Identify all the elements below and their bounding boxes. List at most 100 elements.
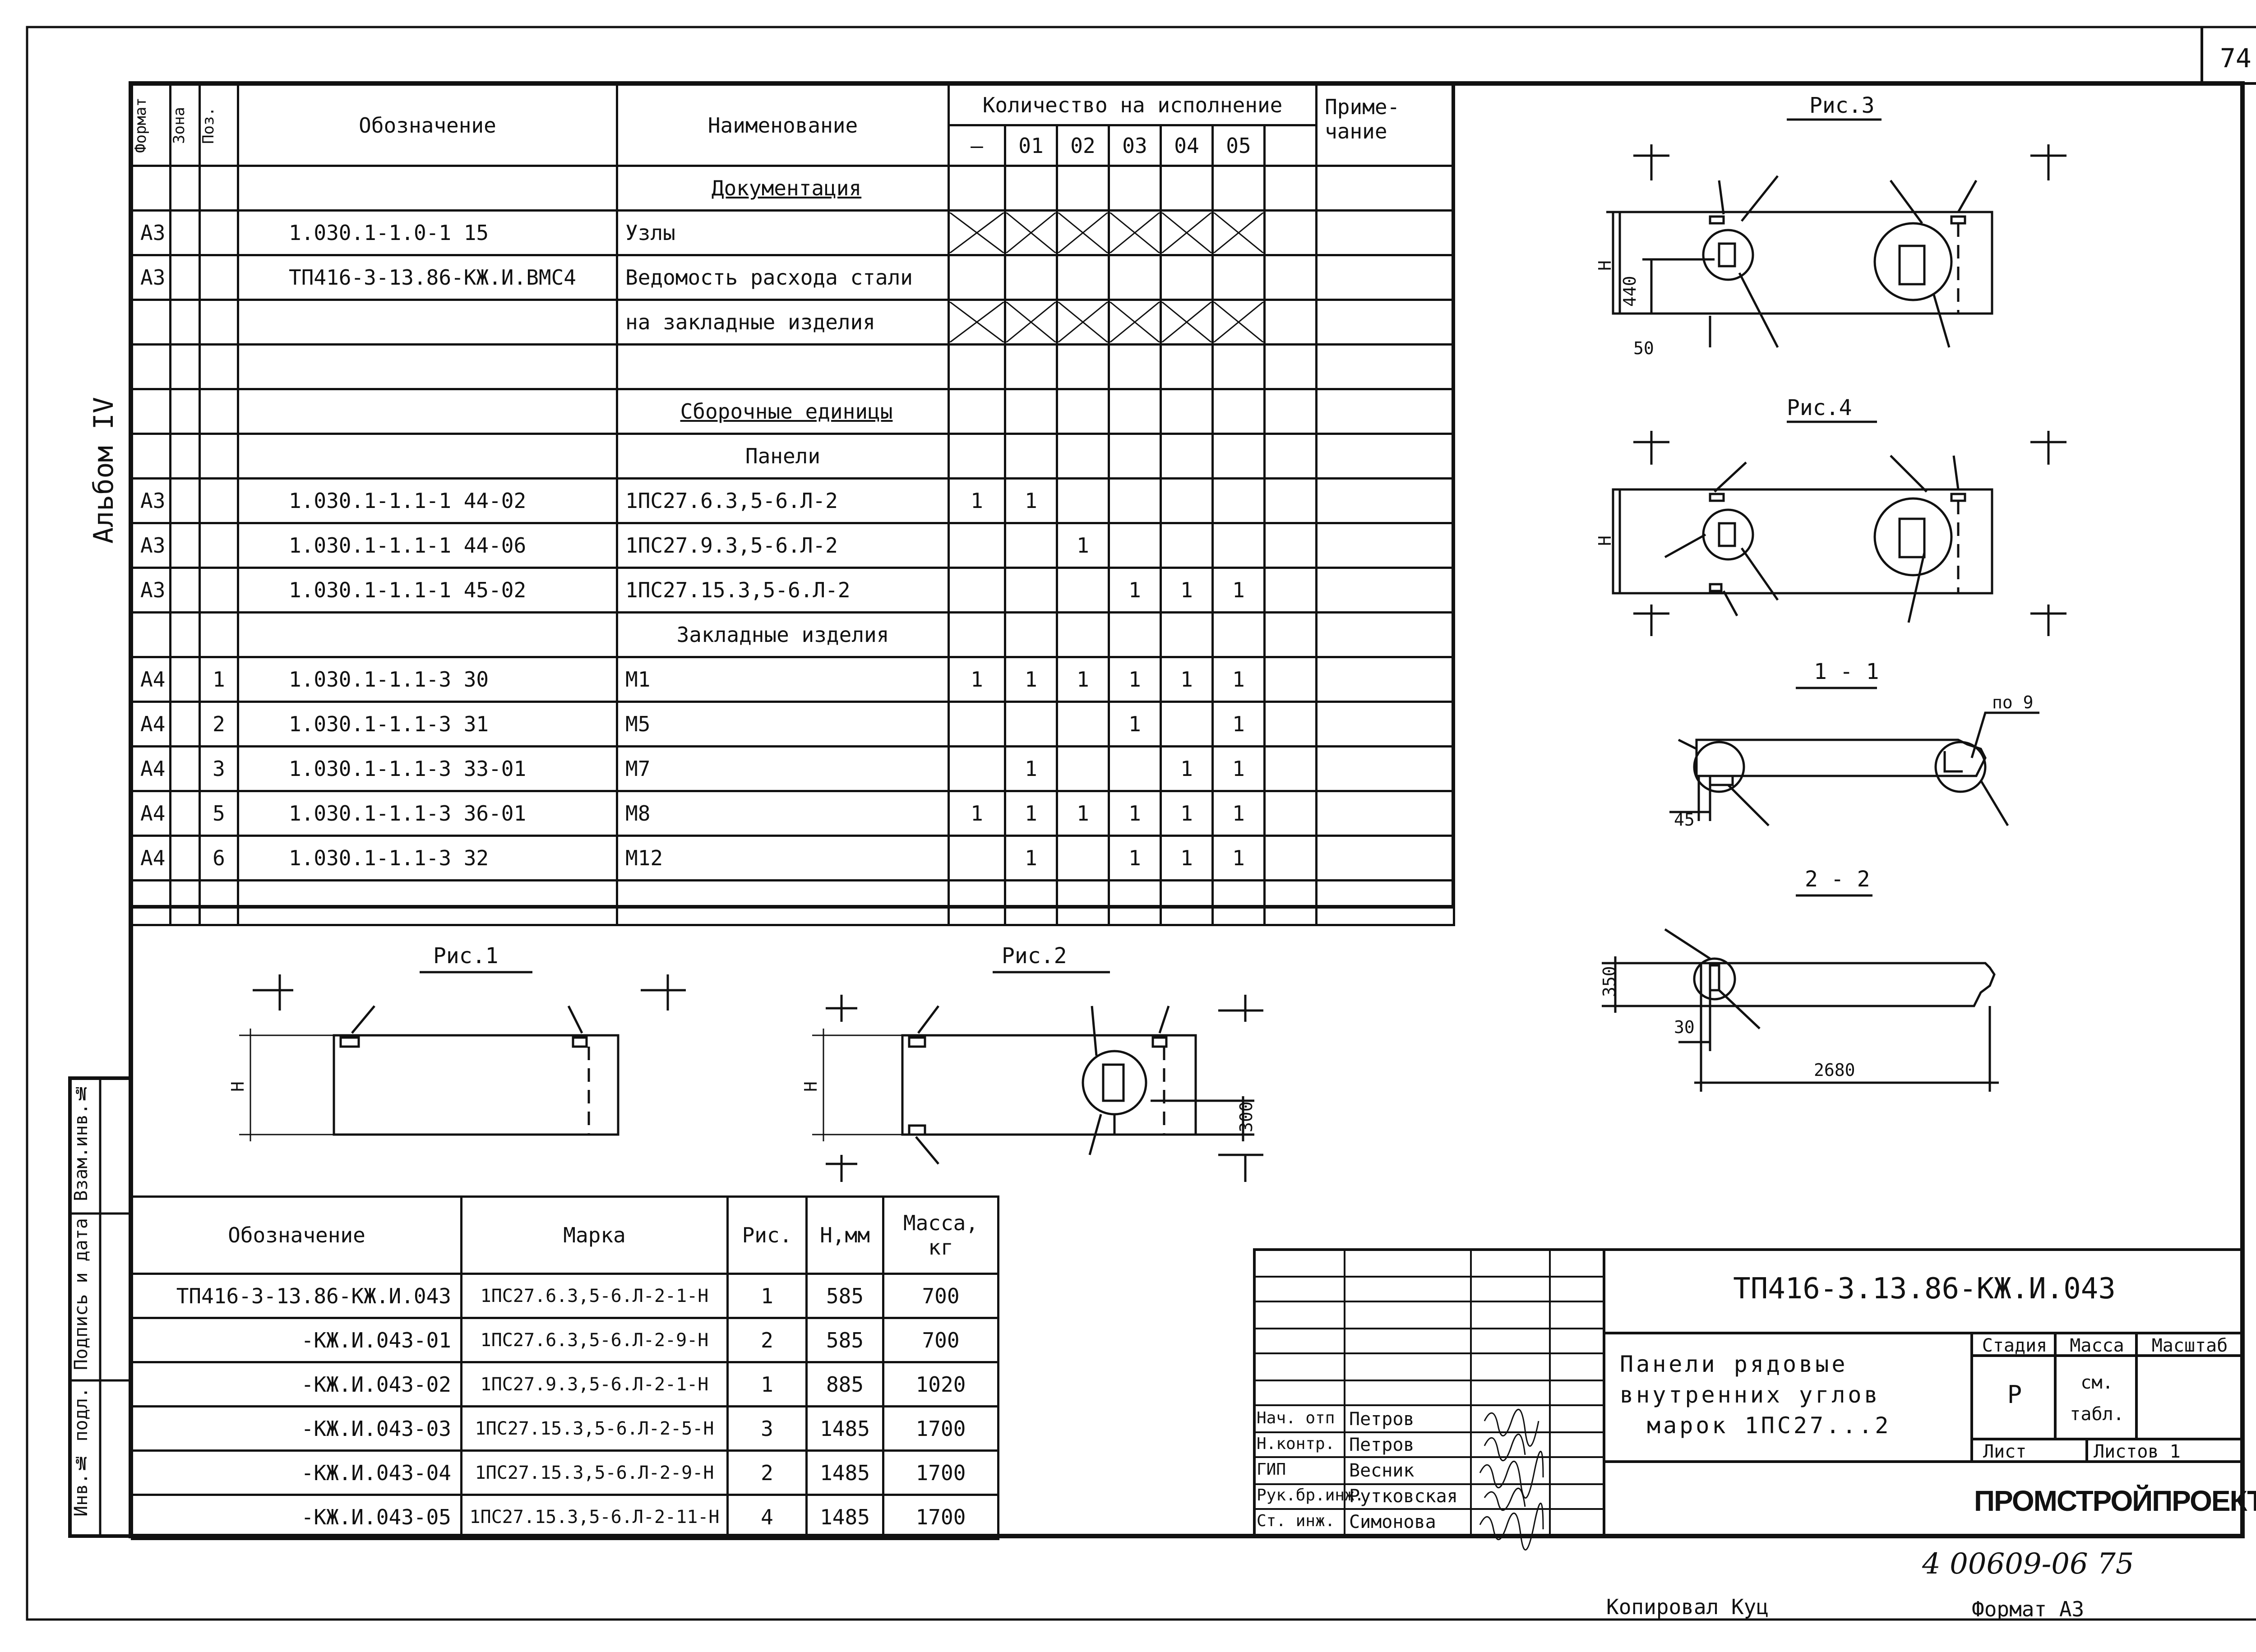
- spec-note: [1315, 790, 1456, 837]
- spec-qty: [948, 388, 1006, 435]
- spec-qty: [1108, 299, 1162, 346]
- marks-designation: -КЖ.И.043-05: [131, 1494, 462, 1540]
- spec-qty: [1160, 165, 1214, 212]
- spec-zone: [169, 433, 201, 480]
- person-name: Весник: [1349, 1460, 1415, 1481]
- marks-h: 885: [805, 1361, 884, 1407]
- spec-qty: [1160, 477, 1214, 524]
- spec-name: 1ПС27.6.3,5-6.Л-2: [616, 477, 950, 524]
- spec-row: Закладные изделия: [131, 611, 1456, 658]
- spec-pos: [199, 254, 239, 301]
- spec-zone: [169, 790, 201, 837]
- spec-qty-extra: [1263, 835, 1318, 881]
- spec-qty: [948, 879, 1006, 926]
- person-name: Петров: [1349, 1409, 1415, 1430]
- marks-designation: ТП416-3-13.86-КЖ.И.043: [131, 1273, 462, 1319]
- spec-qty: [1056, 299, 1110, 346]
- spec-format: А3: [131, 477, 171, 524]
- spec-zone: [169, 299, 201, 346]
- spec-designation: 1.030.1-1.1-3 36-01: [237, 790, 618, 837]
- spec-name: Узлы: [616, 209, 950, 256]
- spec-name: [616, 879, 950, 926]
- marks-mark: 1ПС27.15.3,5-6.Л-2-11-Н: [460, 1494, 729, 1540]
- spec-pos: [199, 611, 239, 658]
- header-designation: Обозначение: [237, 83, 618, 167]
- spec-format: А4: [131, 790, 171, 837]
- spec-zone: [169, 388, 201, 435]
- spec-zone: [169, 879, 201, 926]
- marks-h: 1485: [805, 1449, 884, 1496]
- spec-qty: [1108, 433, 1162, 480]
- stage-value: Р: [2007, 1380, 2022, 1409]
- spec-qty: [1056, 745, 1110, 792]
- spec-format: А4: [131, 656, 171, 703]
- spec-qty: 1: [1211, 745, 1266, 792]
- spec-qty: 1: [1108, 656, 1162, 703]
- person-name: Рутковская: [1349, 1486, 1458, 1507]
- marks-mass: 700: [882, 1317, 999, 1363]
- marks-mark: 1ПС27.15.3,5-6.Л-2-9-Н: [460, 1449, 729, 1496]
- copied-by: Копировал Куц: [1606, 1595, 1769, 1619]
- spec-designation: [237, 343, 618, 390]
- cross-mark: [1163, 302, 1211, 342]
- spec-qty: 1: [1108, 701, 1162, 748]
- marks-h: 585: [805, 1273, 884, 1319]
- person-role: Ст. инж.: [1257, 1512, 1335, 1530]
- spec-qty: 1: [1160, 835, 1214, 881]
- spec-qty: [948, 611, 1006, 658]
- spec-qty: [948, 209, 1006, 256]
- spec-qty: [1211, 299, 1266, 346]
- title-code: ТП416-3.13.86-КЖ.И.043: [1733, 1272, 2116, 1306]
- spec-note: [1315, 254, 1456, 301]
- marks-mass: 1700: [882, 1449, 999, 1496]
- spec-pos: [199, 879, 239, 926]
- spec-zone: [169, 745, 201, 792]
- spec-qty: 1: [1160, 656, 1214, 703]
- spec-name: М5: [616, 701, 950, 748]
- spec-qty: [1056, 433, 1110, 480]
- variant-header-2: 02: [1056, 124, 1110, 167]
- spec-qty: [1004, 433, 1058, 480]
- spec-qty: 1: [1056, 522, 1110, 569]
- variant-header-4: 04: [1160, 124, 1214, 167]
- marks-fig: 1: [726, 1273, 808, 1319]
- spec-zone: [169, 209, 201, 256]
- person-role: Рук.бр.инж.: [1257, 1486, 1364, 1504]
- spec-zone: [169, 835, 201, 881]
- spec-qty-extra: [1263, 209, 1318, 256]
- spec-designation: 1.030.1-1.0-1 15: [237, 209, 618, 256]
- spec-format: А4: [131, 745, 171, 792]
- spec-qty: [948, 433, 1006, 480]
- marks-h: 585: [805, 1317, 884, 1363]
- spec-note: [1315, 299, 1456, 346]
- spec-qty: [1160, 879, 1214, 926]
- stamp-sign-label: Подпись и дата: [71, 1218, 92, 1371]
- spec-zone: [169, 611, 201, 658]
- spec-designation: [237, 433, 618, 480]
- marks-mark: 1ПС27.6.3,5-6.Л-2-9-Н: [460, 1317, 729, 1363]
- spec-qty: [1056, 701, 1110, 748]
- person-row: Рук.бр.инж.Рутковская: [1257, 1482, 1563, 1508]
- spec-qty: [1211, 477, 1266, 524]
- spec-qty: 1: [948, 790, 1006, 837]
- spec-pos: 6: [199, 835, 239, 881]
- spec-format: А3: [131, 209, 171, 256]
- marks-mass: 1700: [882, 1405, 999, 1452]
- spec-pos: 2: [199, 701, 239, 748]
- spec-qty: 1: [1211, 790, 1266, 837]
- person-role: Н.контр.: [1257, 1435, 1335, 1453]
- spec-qty: [1211, 254, 1266, 301]
- marks-header-mark: Марка: [460, 1195, 729, 1275]
- spec-designation: 1.030.1-1.1-3 32: [237, 835, 618, 881]
- marks-fig: 1: [726, 1361, 808, 1407]
- person-row: Ст. инж.Симонова: [1257, 1508, 1563, 1534]
